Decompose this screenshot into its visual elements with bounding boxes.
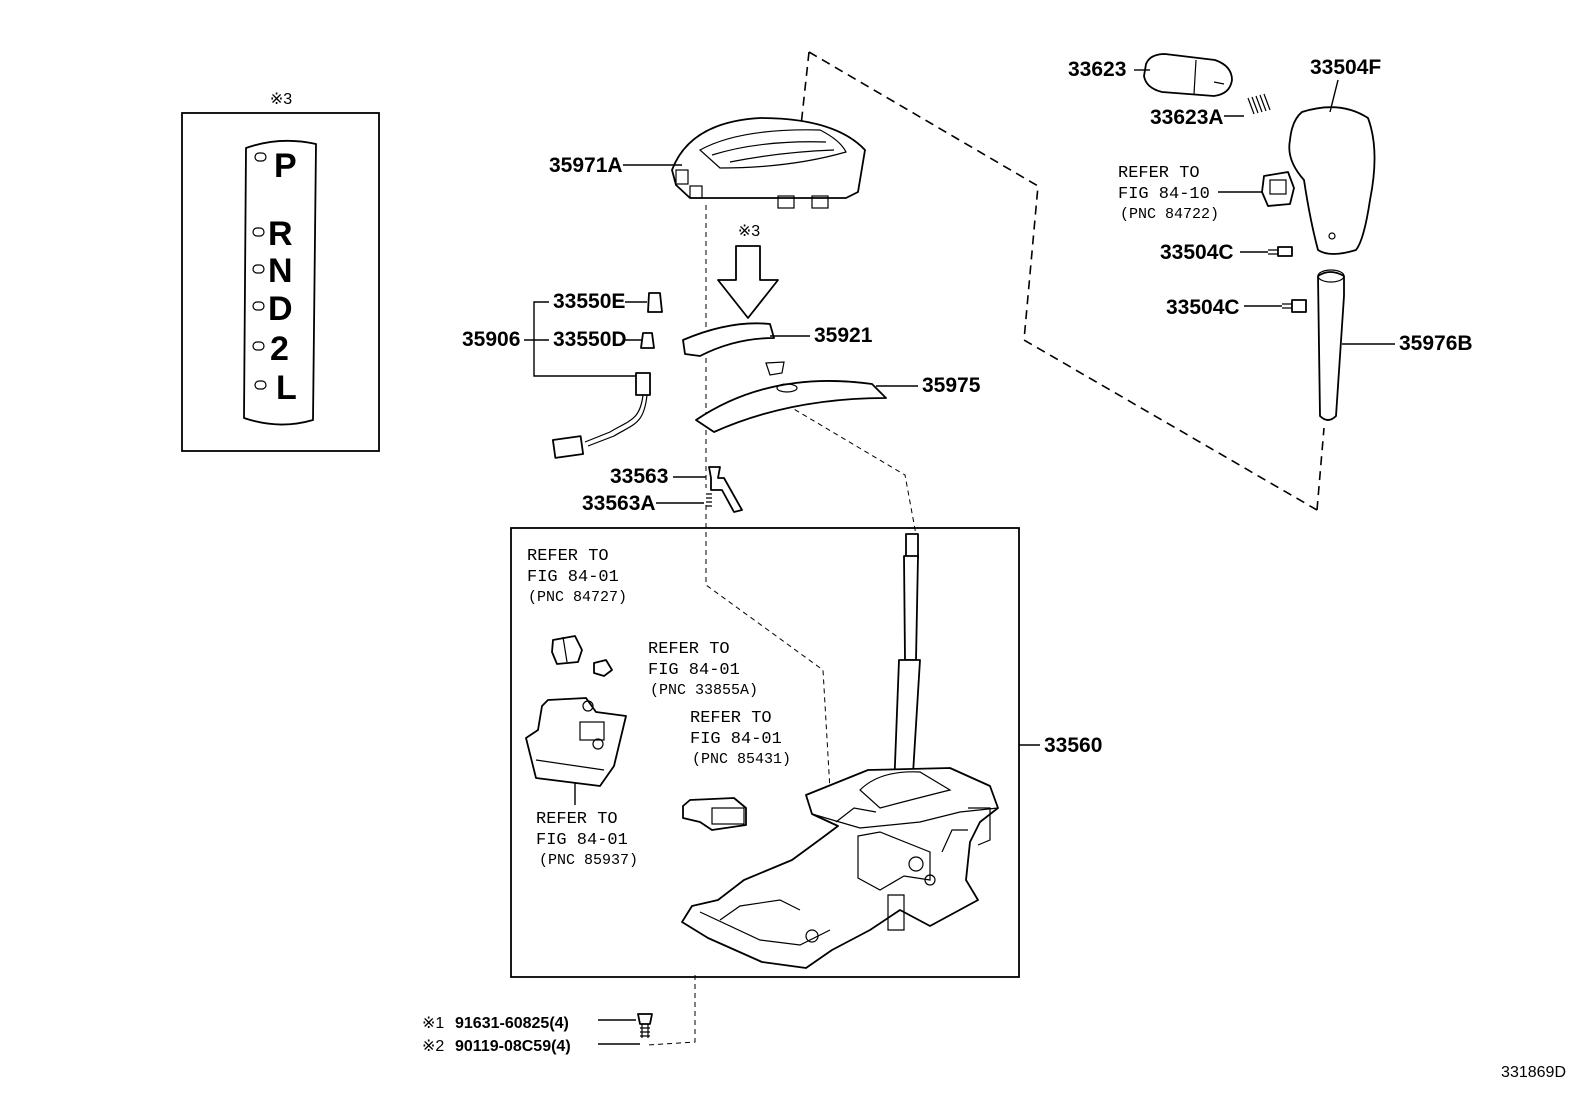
svg-text:FIG 84-01: FIG 84-01 [690, 730, 782, 749]
svg-text:FIG 84-10: FIG 84-10 [1118, 185, 1210, 204]
svg-text:(PNC 84722): (PNC 84722) [1120, 206, 1219, 223]
switch-84727-icon [551, 635, 583, 665]
bolt-dashed-line [647, 975, 696, 1046]
gate-position-n: N [268, 252, 293, 290]
gate-position-2: 2 [270, 330, 289, 368]
bulb-socket-assembly [551, 292, 663, 459]
svg-text:(PNC 85937): (PNC 85937) [539, 852, 638, 869]
shift-lever-shaft [1317, 269, 1345, 421]
part-number-33560: 33560 [1044, 734, 1102, 757]
part-number-33623a: 33623A [1150, 106, 1224, 129]
slide-plate [695, 380, 887, 433]
gate-position-r: R [268, 215, 293, 253]
part-number-33504c-lower: 33504C [1166, 296, 1240, 319]
screw-33504c-upper-icon [1268, 246, 1293, 257]
shift-lever-assembly-box [510, 527, 1020, 978]
lock-release-button [1143, 53, 1233, 97]
computer-85937-icon [525, 697, 627, 787]
reference-block-pnc-84727: REFER TO FIG 84-01 (PNC 84727) [527, 547, 627, 606]
gate-position-p: P [274, 147, 297, 185]
gate-panel-frame [181, 112, 380, 452]
part-number-33563: 33563 [610, 465, 668, 488]
screw-33504c-lower-icon [1282, 299, 1307, 313]
reference-block-pnc-85937: REFER TO FIG 84-01 (PNC 85937) [536, 810, 638, 869]
svg-text:FIG 84-01: FIG 84-01 [648, 661, 740, 680]
bulb-33855a-icon [593, 659, 613, 677]
reference-block-pnc-84722: REFER TO FIG 84-10 (PNC 84722) [1118, 164, 1219, 223]
gate-position-l: L [276, 369, 297, 407]
bolt-note-1: ※1 [422, 1015, 444, 1032]
bolt-note-2: ※2 [422, 1038, 444, 1055]
bulb-33550e-icon [647, 292, 663, 313]
svg-text:(PNC 33855A): (PNC 33855A) [650, 682, 758, 699]
knob-assembly-outline [808, 51, 1318, 511]
part-number-33504c-upper: 33504C [1160, 241, 1234, 264]
part-number-35906: 35906 [462, 328, 520, 351]
bolt-part-number-1: 91631-60825(4) [455, 1015, 569, 1032]
position-indicator-housing [671, 117, 866, 209]
svg-text:REFER TO: REFER TO [1118, 164, 1200, 183]
spring-33623a-icon [1247, 93, 1271, 115]
gate-indicator-plate [243, 139, 317, 426]
leader-33504f [1329, 79, 1339, 113]
mounting-bolt-icon [637, 1013, 653, 1038]
bulb-33550d-icon [640, 332, 655, 349]
part-number-33550d: 33550D [553, 328, 627, 351]
svg-text:REFER TO: REFER TO [648, 640, 730, 659]
indicator-strip [682, 322, 775, 357]
part-number-35921: 35921 [814, 324, 873, 347]
shift-lever-dashed-link [1316, 427, 1325, 511]
part-number-35971a: 35971A [549, 154, 623, 177]
gate-panel: ※3 P R N D 2 L [181, 91, 380, 452]
bolt-part-number-2: 90119-08C59(4) [455, 1038, 571, 1055]
part-number-33504f: 33504F [1310, 56, 1381, 79]
part-number-35976b: 35976B [1399, 332, 1473, 355]
gate-panel-marker: ※3 [270, 91, 292, 108]
part-number-33563a: 33563A [582, 492, 656, 515]
bracket-35906 [524, 301, 636, 377]
solenoid-85431-icon [682, 797, 747, 831]
svg-text:FIG 84-01: FIG 84-01 [527, 568, 619, 587]
part-number-33550e: 33550E [553, 290, 625, 313]
part-number-33623: 33623 [1068, 58, 1126, 81]
part-number-35975: 35975 [922, 374, 981, 397]
detent-spring [708, 466, 743, 513]
reference-block-pnc-85431: REFER TO FIG 84-01 (PNC 85431) [690, 709, 791, 768]
svg-text:REFER TO: REFER TO [690, 709, 772, 728]
knob-switch-84722-icon [1261, 171, 1295, 207]
lever-dashed-line [786, 404, 918, 541]
svg-text:REFER TO: REFER TO [527, 547, 609, 566]
reference-block-pnc-33855a: REFER TO FIG 84-01 (PNC 33855A) [648, 640, 758, 699]
document-id: 331869D [1501, 1064, 1566, 1081]
gate-indicator-lamps [252, 152, 267, 390]
svg-text:(PNC 85431): (PNC 85431) [692, 751, 791, 768]
svg-text:REFER TO: REFER TO [536, 810, 618, 829]
shift-lever-base [681, 533, 999, 969]
down-arrow-icon [717, 245, 779, 319]
center-dashed-line-lower [705, 505, 831, 791]
shift-knob [1288, 106, 1376, 255]
screw-33563a-icon [706, 493, 712, 507]
svg-text:(PNC 84727): (PNC 84727) [528, 589, 627, 606]
arrow-marker: ※3 [738, 223, 760, 240]
svg-text:FIG 84-01: FIG 84-01 [536, 831, 628, 850]
gate-position-d: D [268, 290, 293, 328]
